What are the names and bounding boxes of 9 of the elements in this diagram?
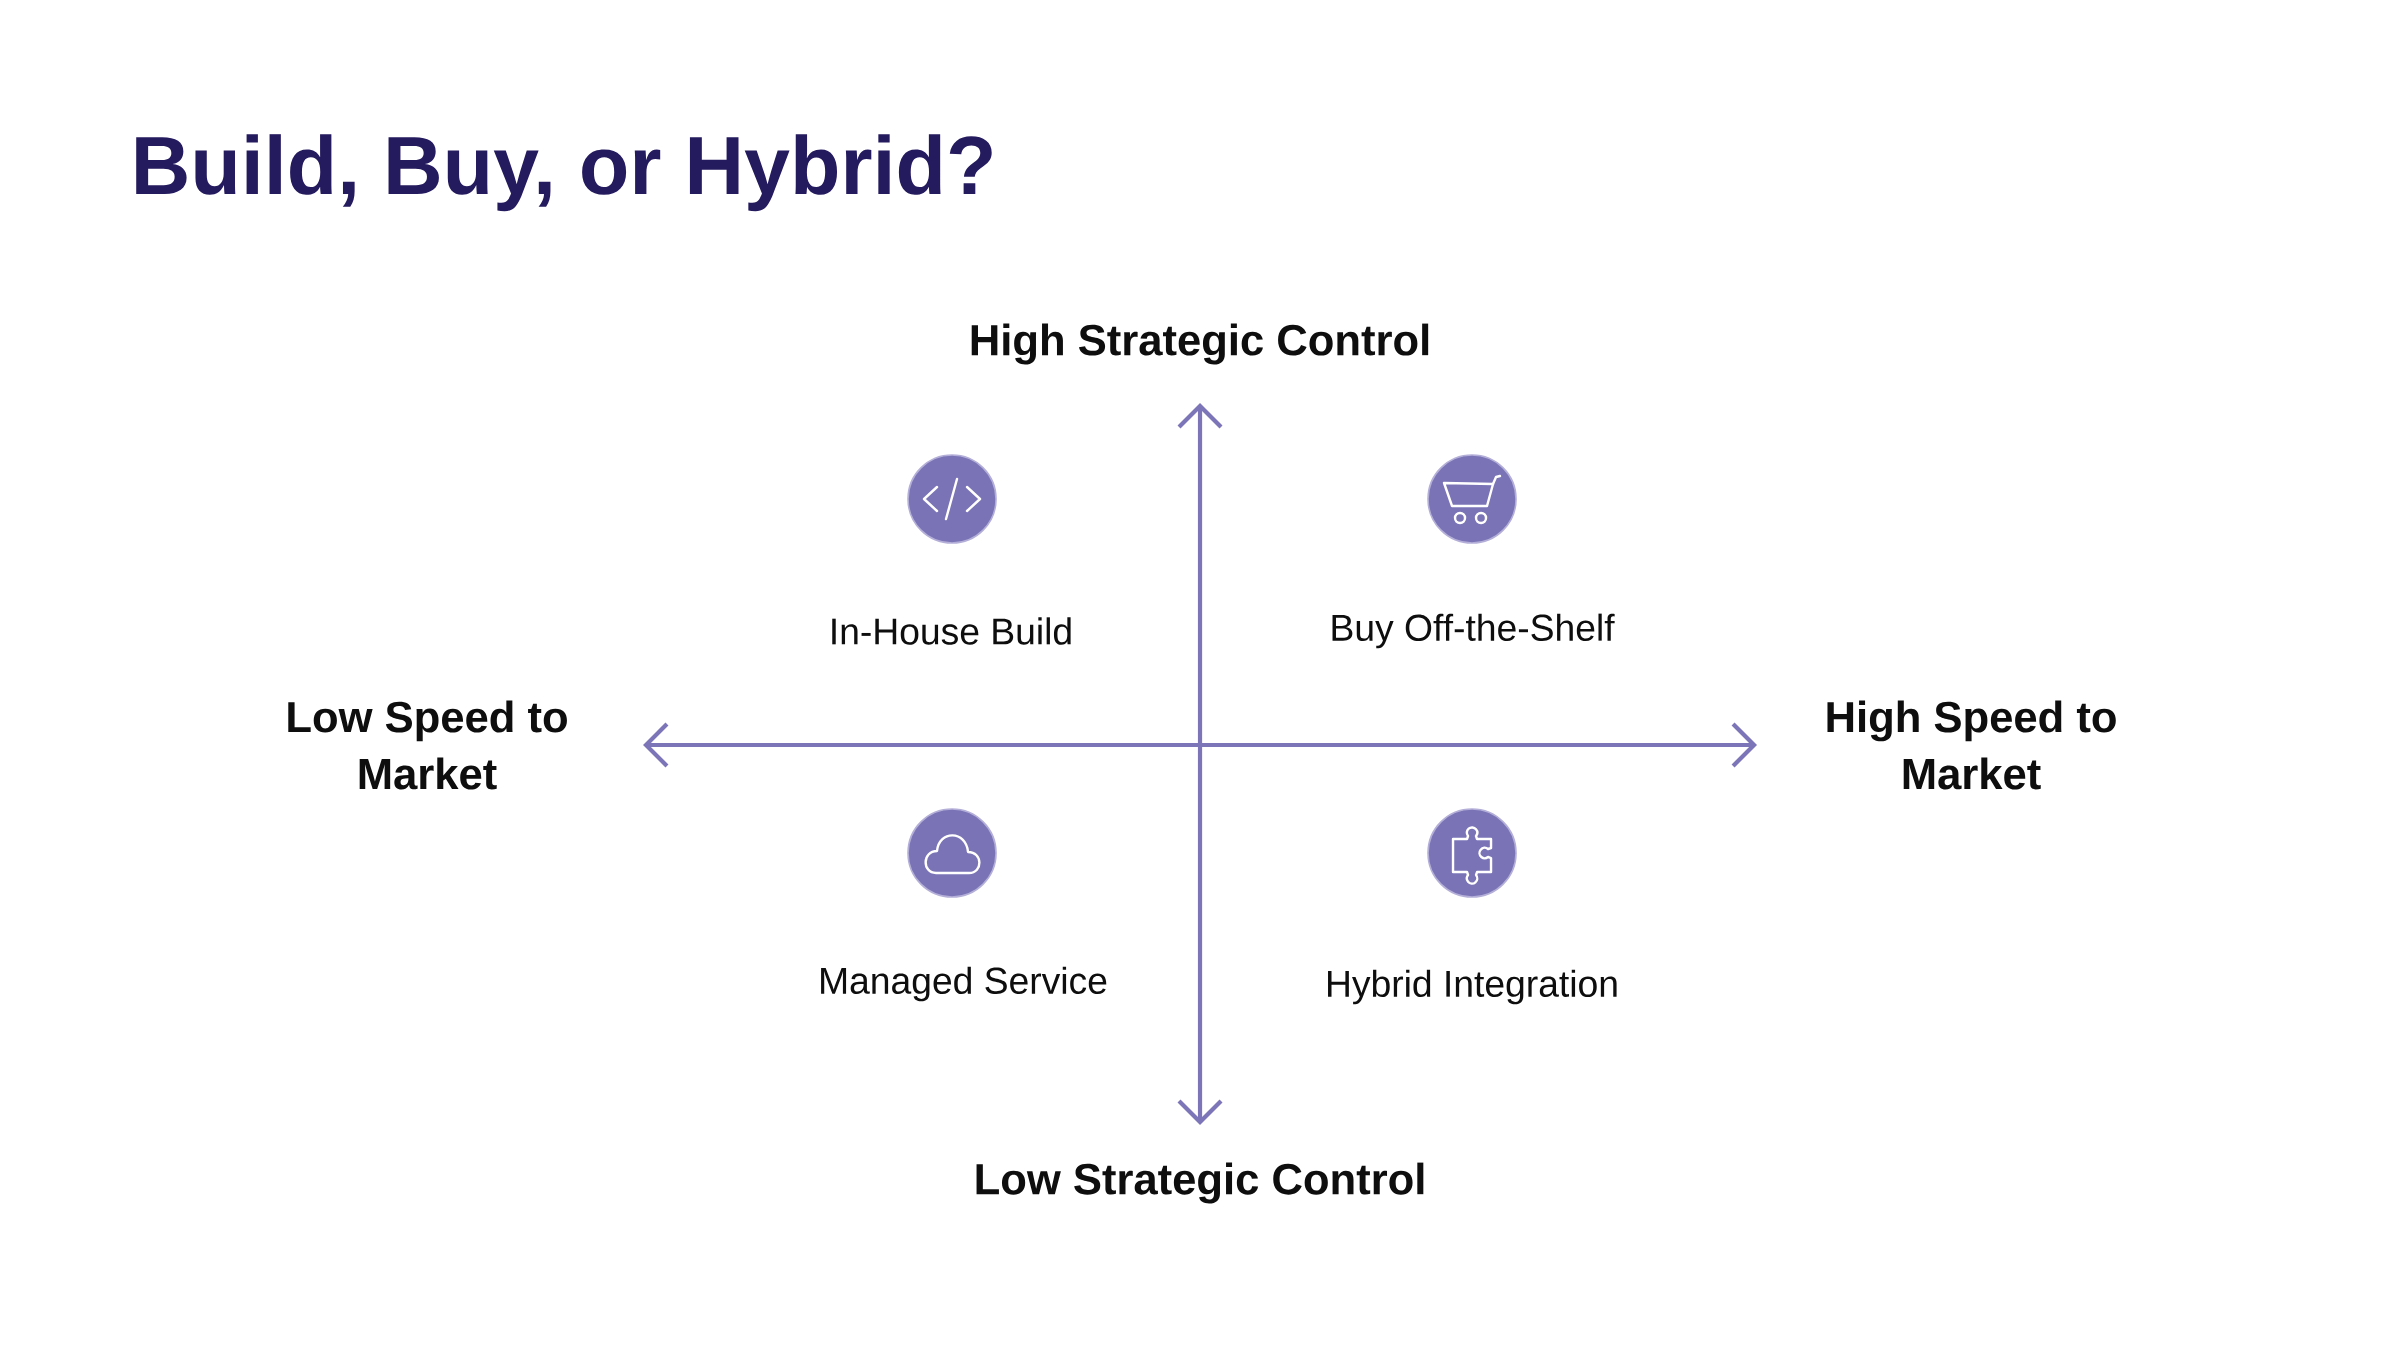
title: Build, Buy, or Hybrid? [136, 134, 992, 212]
quadrant-label: Hybrid Integration [1328, 969, 1617, 1005]
axis-label: High Strategic Control [971, 323, 1429, 365]
axis-label: Low Speed to Market [288, 700, 567, 790]
quadrant-label: Buy Off-the-Shelf [1332, 613, 1615, 649]
quadrant-label: In-House Build [832, 617, 1071, 645]
axis-label: High Speed to Market [1827, 700, 2116, 790]
axis-label: Low Strategic Control [976, 1162, 1424, 1204]
quadrant-label: Managed Service [821, 966, 1107, 1002]
